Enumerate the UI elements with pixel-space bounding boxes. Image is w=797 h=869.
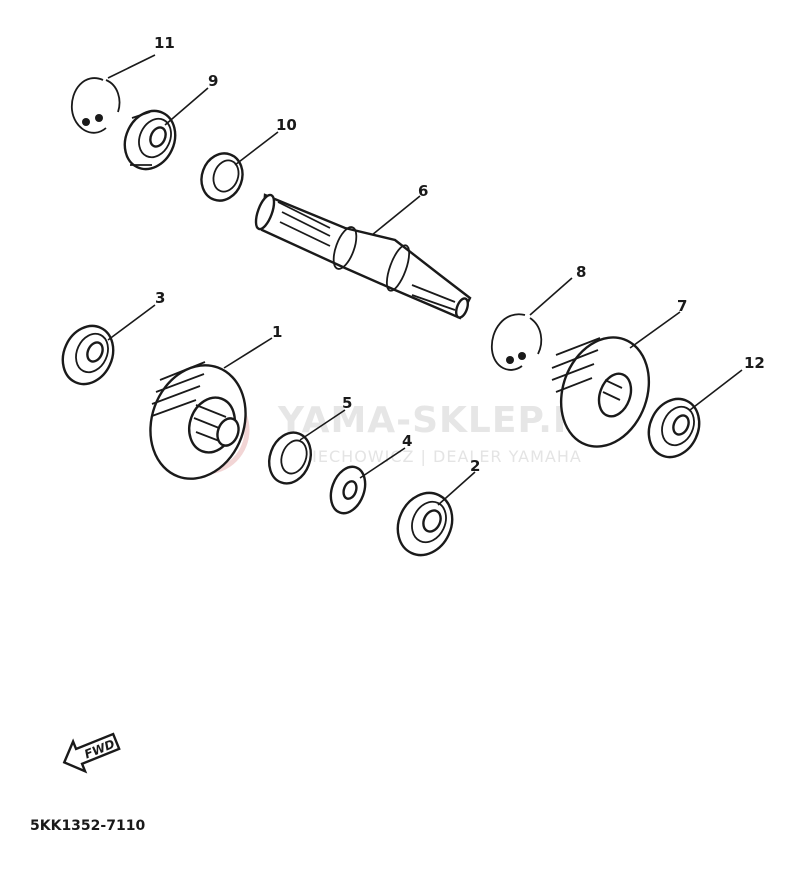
callout-numbers: 11 9 10 6 8 7 12 3 1 5 4 2 [154, 34, 765, 475]
washer-4 [329, 465, 367, 515]
fwd-arrow: FWD [62, 732, 121, 774]
callout-1: 1 [272, 323, 282, 341]
bearing-9 [123, 109, 177, 171]
callout-7: 7 [677, 297, 687, 315]
bearing-3 [61, 324, 115, 386]
watermark-title: YAMA-SKLEP.PL [277, 400, 604, 441]
shaft-6 [254, 193, 472, 320]
callout-4: 4 [402, 432, 412, 450]
watermark: YAMA-SKLEP.PL CIECHOWICZ | DEALER YAMAHA [160, 385, 604, 475]
callout-8: 8 [576, 263, 586, 281]
oil-seal-5 [268, 431, 312, 485]
callout-2: 2 [470, 457, 480, 475]
bearing-2 [396, 491, 454, 557]
gear-7 [551, 336, 651, 448]
callout-10: 10 [276, 116, 297, 134]
callout-6: 6 [418, 182, 428, 200]
callout-11: 11 [154, 34, 175, 52]
leader-lines [107, 54, 743, 506]
watermark-subtitle: CIECHOWICZ | DEALER YAMAHA [300, 447, 582, 466]
diagram-code: 5KK1352-7110 [30, 818, 145, 834]
callout-3: 3 [155, 289, 165, 307]
callout-12: 12 [744, 354, 765, 372]
circlip-8 [491, 313, 543, 371]
callout-9: 9 [208, 72, 218, 90]
bearing-12 [647, 397, 701, 459]
callout-5: 5 [342, 394, 352, 412]
circlip-11 [71, 77, 121, 134]
gear-1 [149, 361, 247, 480]
oil-seal-10 [200, 152, 244, 202]
